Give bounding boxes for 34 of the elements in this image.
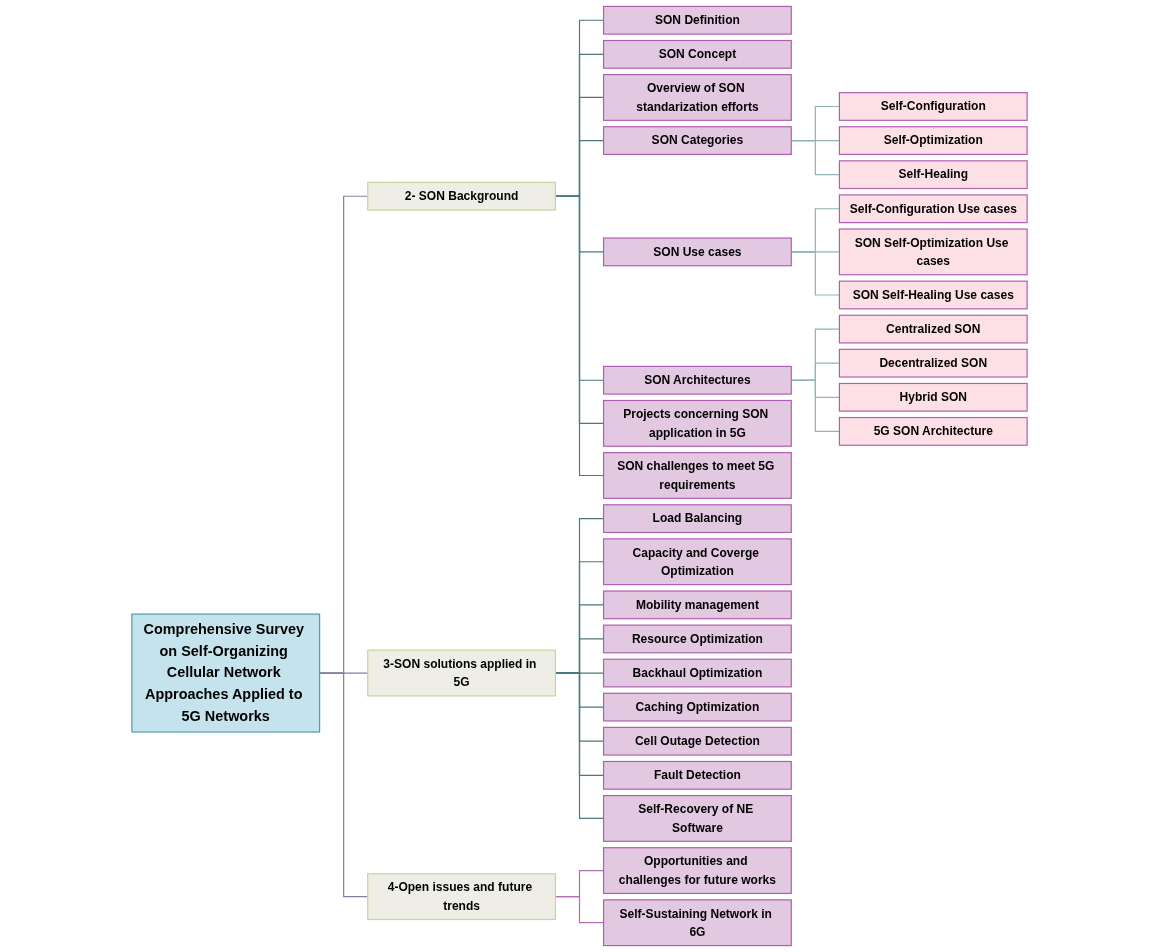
node-box: Overview of SON standarization efforts [602, 74, 792, 121]
node-box: Self-Recovery of NE Software [602, 794, 792, 842]
connector [554, 672, 605, 820]
node-box: Centralized SON [838, 314, 1028, 344]
node-box: Backhaul Optimization [602, 658, 792, 688]
node-box: 3-SON solutions applied in 5G [367, 649, 557, 697]
node-box: Resource Optimization [602, 624, 792, 654]
node-box: SON Self-Healing Use cases [838, 280, 1028, 310]
node-box: SON Concept [602, 39, 792, 69]
node-box: SON Self-Optimization Use cases [838, 228, 1028, 276]
node-box: Caching Optimization [602, 692, 792, 722]
node-box: Opportunities and challenges for future works [602, 847, 792, 895]
node-box: Self-Healing [838, 160, 1028, 190]
node-box: SON Use cases [602, 237, 792, 267]
node-box: Decentralized SON [838, 348, 1028, 378]
node-box: Hybrid SON [838, 382, 1028, 412]
node-box: Capacity and Coverge Optimization [602, 538, 792, 586]
node-box: 5G SON Architecture [838, 416, 1028, 446]
node-box: Self-Sustaining Network in 6G [602, 899, 792, 947]
node-box: SON Categories [602, 126, 792, 155]
node-box: 4-Open issues and future trends [367, 873, 557, 921]
node-box: Self-Configuration Use cases [838, 194, 1028, 224]
node-box: SON Architectures [602, 365, 792, 395]
node-box: Fault Detection [602, 760, 792, 790]
node-box: SON challenges to meet 5G requirements [602, 452, 792, 499]
node-box: SON Definition [602, 5, 792, 35]
node-box: Self-Configuration [838, 92, 1028, 121]
node-box: Mobility management [602, 590, 792, 620]
node-box: Cell Outage Detection [602, 726, 792, 756]
node-box: Projects concerning SON application in 5G [602, 399, 792, 447]
node-box: Self-Optimization [838, 126, 1028, 155]
node-box: Comprehensive Survey on Self-Organizing Cellular Network Approaches Applied to 5G Networks [131, 613, 321, 733]
node-box: 2- SON Background [367, 181, 557, 211]
node-box: Load Balancing [602, 504, 792, 534]
